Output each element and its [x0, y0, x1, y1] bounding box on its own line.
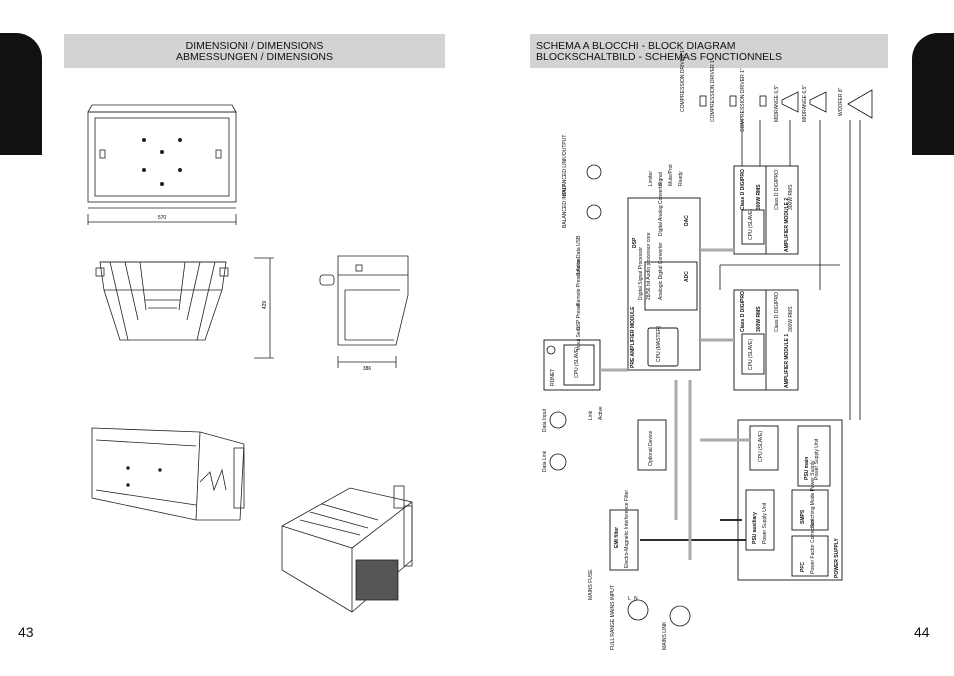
driver-label-5: MIDRANGE 6,5" [802, 85, 808, 122]
l-label: L [628, 596, 631, 602]
page-tab-marker [0, 33, 42, 155]
emi-label: EMI filter [614, 527, 620, 548]
width-dimension: 570 [158, 215, 167, 221]
n-label: N [634, 596, 638, 602]
amp1-cpu-label: CPU (SLAVE) [748, 339, 754, 370]
ps-cpu-slave: CPU (SLAVE) [758, 431, 764, 462]
perspective-view-rear [281, 485, 413, 613]
header-line-2: ABMESSUNGEN / DIMENSIONS [176, 51, 333, 63]
amp2-cpu-label: CPU (SLAVE) [748, 209, 754, 240]
power-supply-label: POWER SUPPLY [834, 538, 840, 578]
emi-filter-box [609, 509, 639, 571]
input-sens-label: Input Sens [576, 326, 582, 350]
amp1-power: 300W RMS [756, 306, 762, 332]
smps-sub: Switching Mode Power Supply [810, 460, 816, 528]
driver-label-6: WOOFER 8" [838, 87, 844, 116]
led-mute: Mute/Prot [668, 164, 674, 186]
dimension-drawings: 570 429 [87, 104, 413, 613]
service-usb-label: Service Data USB [576, 235, 582, 276]
rdnet-box [543, 339, 601, 391]
driver-label-2: COMPRESSION DRIVER 1" [710, 58, 716, 122]
amp1-power-b: 300W RMS [788, 306, 794, 332]
pfc-sub: Power Factor Correction [810, 520, 816, 574]
height-dimension: 429 [262, 301, 268, 310]
dsp-preset-label: DSP Preset [576, 303, 582, 330]
psu-aux-label: PSU auxiliary [752, 512, 758, 544]
amp2-power-b: 300W RMS [788, 184, 794, 210]
driver-label-1: COMPRESSION DRIVER 1" [680, 48, 686, 112]
active-label: Active [598, 406, 604, 420]
left-page: DIMENSIONI / DIMENSIONS ABMESSUNGEN / DI… [0, 33, 445, 640]
driver-icons [699, 89, 873, 119]
led-limiter: Limiter [648, 171, 654, 186]
dsp-title: DSP [632, 237, 638, 248]
rdnet-label: RDNET [550, 369, 556, 386]
page-number-left: 43 [18, 624, 34, 640]
mains-link-label: MAINS LINK [662, 621, 668, 650]
power-supply-box [737, 419, 843, 581]
led-signal: Signal [658, 172, 664, 186]
psu-aux-sub: Power Supply Unit [762, 502, 768, 544]
cpu-slave-rdnet: CPU (SLAVE) [574, 347, 580, 378]
psu-main-sub: Power Supply Unit [814, 438, 820, 480]
balanced-link-label: BALANCED LINK/OUTPUT [562, 135, 568, 196]
dsp-module-box [627, 197, 701, 371]
adc-box: ADC [684, 271, 690, 282]
mains-fuse-label: MAINS FUSE [588, 569, 594, 600]
amp2-power: 300W RMS [756, 184, 762, 210]
amp-module-1-label: AMPLIFIER MODULE 1 [784, 334, 790, 388]
header-line-1: SCHEMA A BLOCCHI - BLOCK DIAGRAM [536, 40, 736, 52]
amp1-class-d-b: Class D DIGIPRO [774, 292, 780, 332]
dac-label: Digital Analog Converter [658, 182, 664, 236]
adc-label: Analogic Digital Converter [658, 242, 664, 300]
header-line-1: DIMENSIONI / DIMENSIONS [185, 40, 324, 52]
header-line-2: BLOCKSCHALTBILD - SCHEMAS FONCTIONNELS [536, 51, 783, 63]
amp2-class-d: Class D DIGIPRO [740, 169, 746, 210]
amp2-class-d-b: Class D DIGIPRO [774, 170, 780, 210]
link-label: Link [588, 410, 594, 420]
led-ready: Ready [678, 171, 684, 186]
depth-dimension: 386 [363, 366, 372, 372]
dimensions-header: DIMENSIONI / DIMENSIONS ABMESSUNGEN / DI… [64, 34, 445, 68]
pfc-label: PFC [800, 562, 806, 572]
driver-label-3: COMPRESSION DRIVER 1" [740, 68, 746, 132]
xlr-connectors [546, 164, 691, 627]
page-number-right: 44 [914, 624, 930, 640]
optional-device-box [637, 419, 667, 471]
dac-box: DAC [684, 215, 690, 226]
right-page [477, 0, 954, 676]
driver-label-4: MIDRANGE 6,5" [774, 85, 780, 122]
emi-sub: Electro-Magnetic Interference Filter [624, 490, 630, 568]
top-view-drawing [87, 104, 237, 225]
page-tab-marker [912, 33, 954, 155]
amp-module-2-label: AMPLIFIER MODULE 2 [784, 198, 790, 252]
full-range-label: FULL RANGE MAINS INPUT [610, 585, 616, 650]
smps-label: SMPS [800, 509, 806, 524]
data-input-label: Data Input [542, 408, 548, 432]
dsp-sub: Digital Signal Processor [638, 247, 644, 300]
dsp-spec: 28/56 bit Audio processor core [646, 232, 652, 300]
optional-device-label: Optional Device [648, 430, 654, 466]
cpu-master-label: CPU (MASTER) [656, 326, 662, 362]
amp1-class-d: Class D DIGIPRO [740, 291, 746, 332]
pre-amp-label: PRE AMPLIFIER MODULE [630, 306, 636, 368]
balanced-input-label: BALANCED INPUT [562, 185, 568, 228]
block-diagram-header: SCHEMA A BLOCCHI - BLOCK DIAGRAM BLOCKSC… [530, 34, 888, 68]
remote-preset-label: Remote Preset Active [576, 258, 582, 306]
perspective-view-front [91, 427, 245, 521]
front-view-drawing [95, 257, 274, 359]
data-link-label: Data Link [542, 450, 548, 472]
psu-main-label: PSU main [804, 457, 810, 480]
side-view-drawing [319, 255, 409, 368]
